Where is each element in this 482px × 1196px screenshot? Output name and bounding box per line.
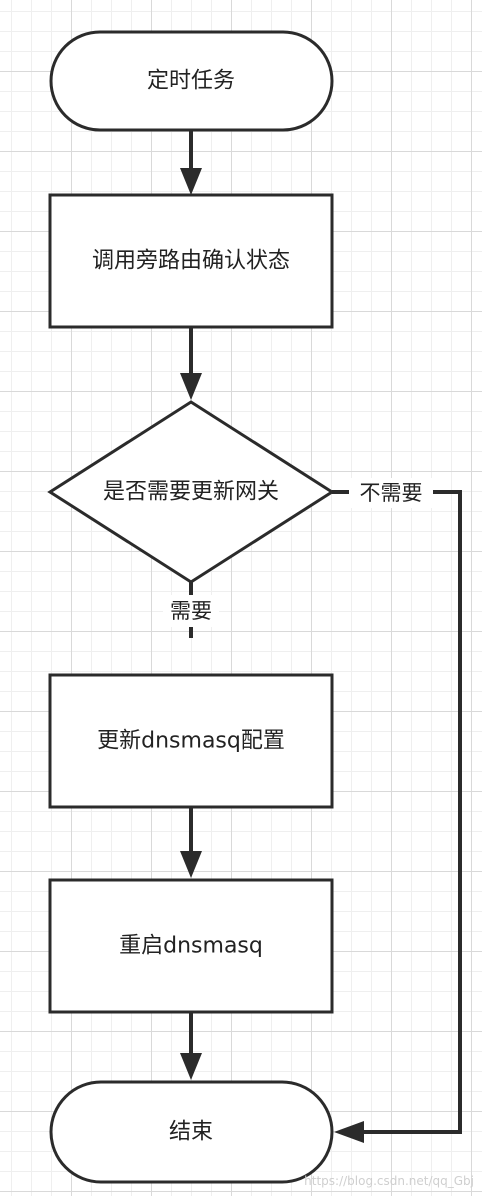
node-check-status-label: 调用旁路由确认状态 <box>92 249 290 274</box>
node-decision-label: 是否需要更新网关 <box>103 480 279 505</box>
node-restart-label: 重启dnsmasq <box>119 934 263 959</box>
node-start: 定时任务 <box>49 30 334 132</box>
edge-restart-to-end <box>180 1012 202 1080</box>
watermark: https://blog.csdn.net/qq_Gbj <box>304 1174 474 1188</box>
edge-check-to-decision <box>180 327 202 400</box>
node-check-status: 调用旁路由确认状态 <box>48 193 334 329</box>
edge-label-no: 不需要 <box>349 478 433 508</box>
node-update-config-label: 更新dnsmasq配置 <box>97 729 285 754</box>
edge-start-to-check <box>180 130 202 195</box>
node-update-config: 更新dnsmasq配置 <box>48 673 334 809</box>
edge-label-yes-text: 需要 <box>170 599 212 623</box>
edge-label-no-text: 不需要 <box>360 481 423 505</box>
node-end-label: 结束 <box>169 1120 213 1145</box>
edge-label-yes: 需要 <box>163 595 219 627</box>
edge-update-to-restart <box>180 807 202 878</box>
node-decision: 是否需要更新网关 <box>47 400 335 584</box>
node-end: 结束 <box>49 1080 334 1184</box>
node-start-label: 定时任务 <box>147 69 235 94</box>
node-restart: 重启dnsmasq <box>48 878 334 1014</box>
edge-decision-no <box>332 490 462 1143</box>
